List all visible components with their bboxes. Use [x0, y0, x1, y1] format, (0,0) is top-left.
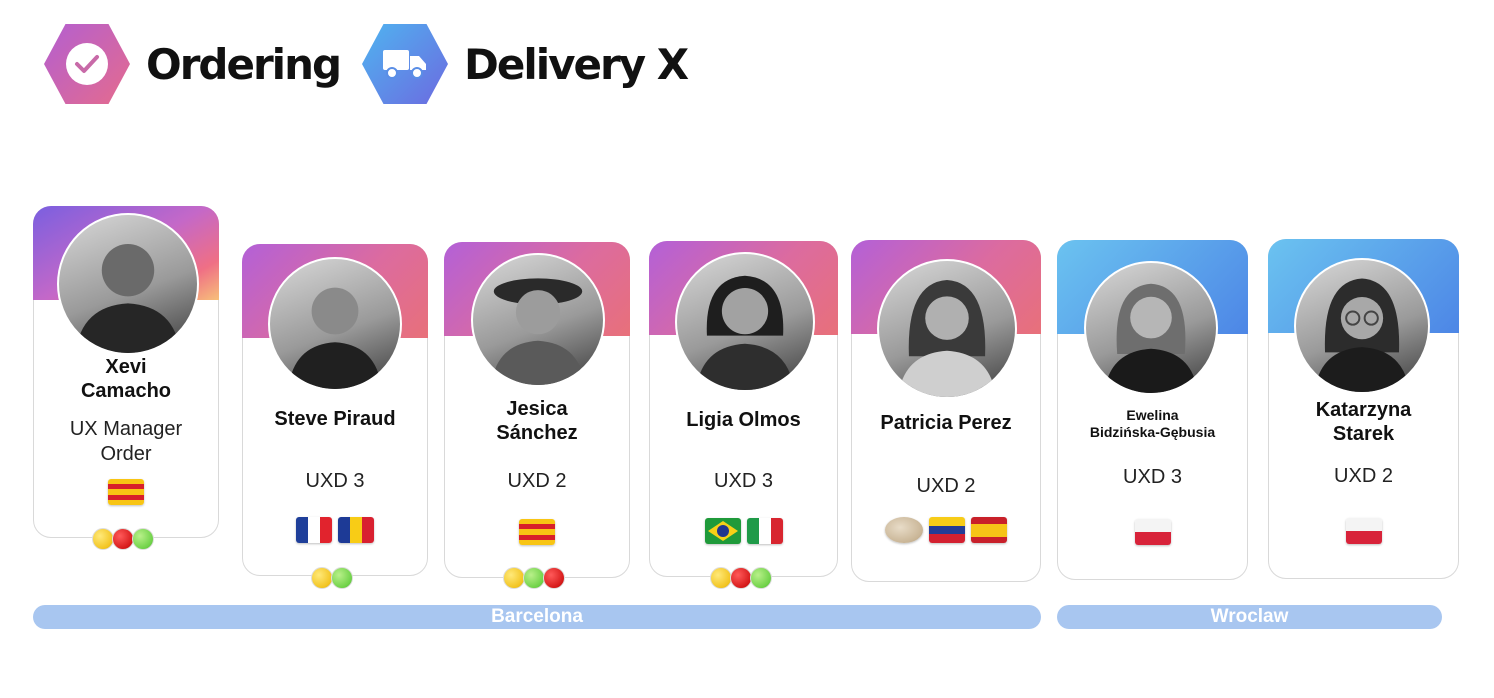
romania-flag-icon [338, 517, 374, 543]
poland-flag-icon [1134, 519, 1171, 545]
person-role: UXD 2 [916, 475, 976, 497]
person-name: Steve Piraud [274, 408, 396, 430]
red-dot-icon [112, 528, 134, 550]
delivery-logo: Delivery X [362, 24, 689, 104]
green-dot-icon [132, 528, 154, 550]
avatar [57, 213, 199, 355]
green-dot-icon [750, 567, 772, 589]
yellow-dot-icon [92, 528, 114, 550]
skill-dots [311, 567, 353, 589]
skill-dots [92, 528, 154, 550]
flag-list [1058, 519, 1247, 545]
avatar [1294, 258, 1430, 394]
yellow-dot-icon [311, 567, 333, 589]
catalonia-flag-icon [519, 519, 555, 545]
delivery-label: Delivery X [464, 39, 689, 89]
person-card: Patricia Perez UXD 2 [851, 240, 1041, 582]
skill-dots [503, 567, 565, 589]
arepa-icon [885, 517, 923, 543]
person-role: UXD 2 [1334, 465, 1393, 487]
flag-list [1269, 518, 1458, 544]
red-dot-icon [730, 567, 752, 589]
italy-flag-icon [746, 518, 783, 544]
avatar [877, 259, 1017, 399]
person-card: Ligia Olmos UXD 3 [649, 241, 838, 589]
person-role: UXD 3 [305, 470, 365, 492]
person-card: Steve Piraud UXD 3 [242, 244, 428, 589]
location-bar-barcelona: Barcelona [33, 605, 1041, 629]
flag-list [650, 518, 837, 544]
person-role: UXD 2 [507, 470, 567, 492]
green-dot-icon [523, 567, 545, 589]
flag-list [243, 517, 427, 543]
truck-icon [362, 24, 448, 104]
ordering-label: Ordering [146, 39, 342, 89]
skill-dots [710, 567, 772, 589]
green-dot-icon [331, 567, 353, 589]
avatar [268, 257, 402, 391]
yellow-dot-icon [503, 567, 525, 589]
poland-flag-icon [1345, 518, 1382, 544]
person-role: UXD 3 [1123, 466, 1182, 488]
avatar [1084, 261, 1218, 395]
person-name: Ligia Olmos [686, 409, 801, 431]
red-dot-icon [543, 567, 565, 589]
check-circle-icon [44, 24, 130, 104]
flag-list [445, 519, 629, 545]
location-bar-wroclaw: Wroclaw [1057, 605, 1442, 629]
person-name: Patricia Perez [880, 412, 1012, 434]
flag-list [852, 517, 1040, 543]
ordering-logo: Ordering [44, 24, 342, 104]
france-flag-icon [296, 517, 332, 543]
spain-flag-icon [971, 517, 1007, 543]
venezuela-flag-icon [929, 517, 965, 543]
yellow-dot-icon [710, 567, 732, 589]
person-role: UXD 3 [714, 470, 773, 492]
avatar [471, 253, 605, 387]
catalonia-flag-icon [108, 479, 144, 505]
flag-list [34, 479, 218, 505]
brazil-flag-icon [704, 518, 741, 544]
avatar [675, 252, 815, 392]
